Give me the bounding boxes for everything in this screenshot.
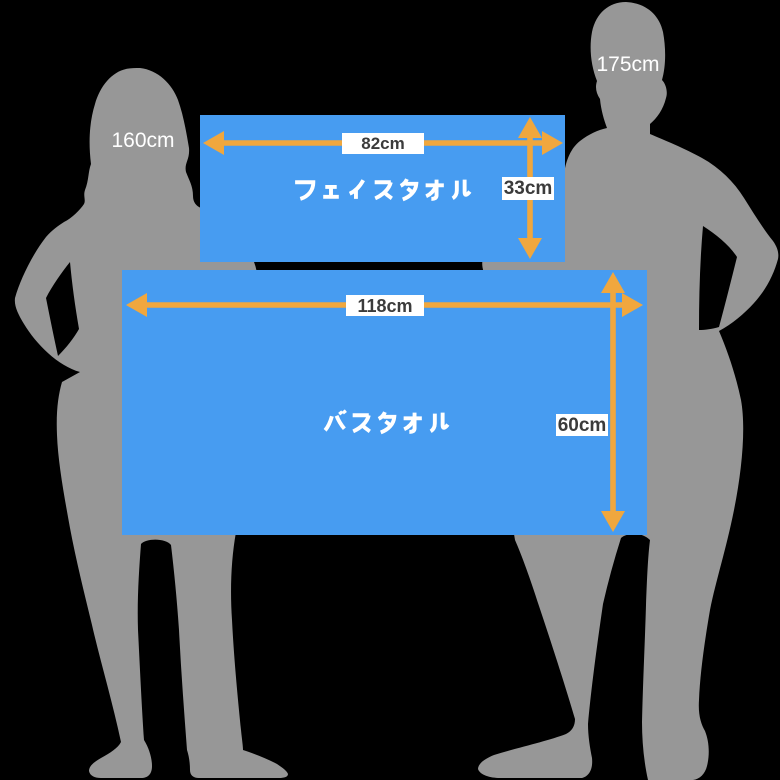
man-height-label: 175cm [596,52,660,76]
bath-towel-title: バスタオル [312,407,462,437]
bath-towel-width-label: 118cm [346,295,424,316]
face-towel-title-glyphs [295,178,472,202]
bath-towel-height-label: 60cm [556,414,608,436]
face-towel-width-label: 82cm [342,133,424,154]
bath-towel-title-glyphs [323,409,450,435]
face-towel-height-label: 33cm [502,177,554,200]
bath-towel-height-arrow-icon [601,272,625,532]
face-towel-title: フェイスタオル [283,174,483,204]
woman-height-label: 160cm [111,128,175,152]
